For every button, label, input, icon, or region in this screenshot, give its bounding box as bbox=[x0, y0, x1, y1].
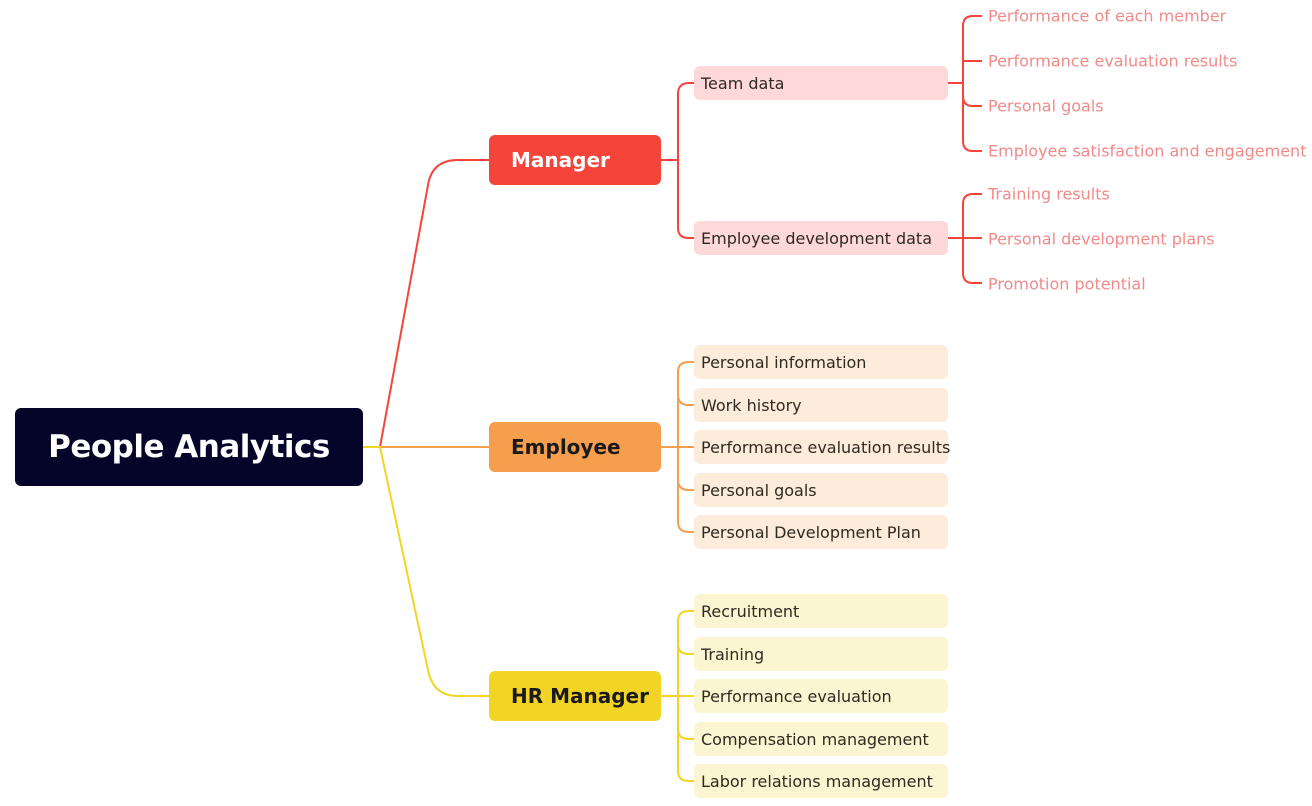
sub-performance-evaluation-results[interactable]: Performance evaluation results bbox=[988, 51, 1238, 71]
leaf-label: Compensation management bbox=[701, 729, 929, 749]
leaf-training[interactable]: Training bbox=[694, 637, 948, 671]
branch-manager-label: Manager bbox=[511, 148, 610, 172]
branch-hr-label: HR Manager bbox=[511, 684, 649, 708]
leaf-performance-evaluation[interactable]: Performance evaluation bbox=[694, 679, 948, 713]
sub-promotion-potential[interactable]: Promotion potential bbox=[988, 274, 1146, 294]
leaf-label: Employee development data bbox=[701, 228, 932, 248]
connector-devdata-subs bbox=[948, 193, 982, 284]
root-label: People Analytics bbox=[48, 429, 330, 465]
leaf-compensation-management[interactable]: Compensation management bbox=[694, 722, 948, 756]
branch-employee[interactable]: Employee bbox=[489, 422, 661, 472]
connector-root-hr bbox=[363, 446, 489, 697]
leaf-label: Work history bbox=[701, 395, 802, 415]
leaf-label: Team data bbox=[701, 73, 785, 93]
sub-performance-of-each-member[interactable]: Performance of each member bbox=[988, 6, 1227, 26]
root-node[interactable]: People Analytics bbox=[15, 408, 363, 486]
leaf-team-data[interactable]: Team data bbox=[694, 66, 948, 100]
branch-manager[interactable]: Manager bbox=[489, 135, 661, 185]
sub-personal-development-plans[interactable]: Personal development plans bbox=[988, 229, 1215, 249]
leaf-label: Labor relations management bbox=[701, 771, 933, 791]
leaf-label: Performance evaluation bbox=[701, 686, 892, 706]
leaf-personal-information[interactable]: Personal information bbox=[694, 345, 948, 379]
sub-personal-goals[interactable]: Personal goals bbox=[988, 96, 1104, 116]
connector-hr-leaves bbox=[661, 610, 694, 782]
leaf-personal-goals[interactable]: Personal goals bbox=[694, 473, 948, 507]
branch-hr-manager[interactable]: HR Manager bbox=[489, 671, 661, 721]
leaf-employee-development-data[interactable]: Employee development data bbox=[694, 221, 948, 255]
leaf-recruitment[interactable]: Recruitment bbox=[694, 594, 948, 628]
leaf-label: Personal Development Plan bbox=[701, 522, 921, 542]
connector-teamdata-subs bbox=[948, 15, 982, 152]
connector-employee-leaves bbox=[661, 361, 694, 533]
sub-training-results[interactable]: Training results bbox=[988, 184, 1110, 204]
leaf-labor-relations-management[interactable]: Labor relations management bbox=[694, 764, 948, 798]
leaf-label: Personal information bbox=[701, 352, 867, 372]
connector-root-manager bbox=[363, 159, 489, 448]
connector-manager-leaves bbox=[661, 82, 694, 239]
leaf-performance-evaluation-results[interactable]: Performance evaluation results bbox=[694, 430, 951, 464]
leaf-work-history[interactable]: Work history bbox=[694, 388, 948, 422]
leaf-label: Recruitment bbox=[701, 601, 800, 621]
leaf-label: Personal goals bbox=[701, 480, 817, 500]
leaf-label: Performance evaluation results bbox=[701, 437, 951, 457]
branch-employee-label: Employee bbox=[511, 435, 621, 459]
leaf-personal-development-plan[interactable]: Personal Development Plan bbox=[694, 515, 948, 549]
leaf-label: Training bbox=[701, 644, 765, 664]
sub-employee-satisfaction[interactable]: Employee satisfaction and engagement bbox=[988, 141, 1307, 161]
